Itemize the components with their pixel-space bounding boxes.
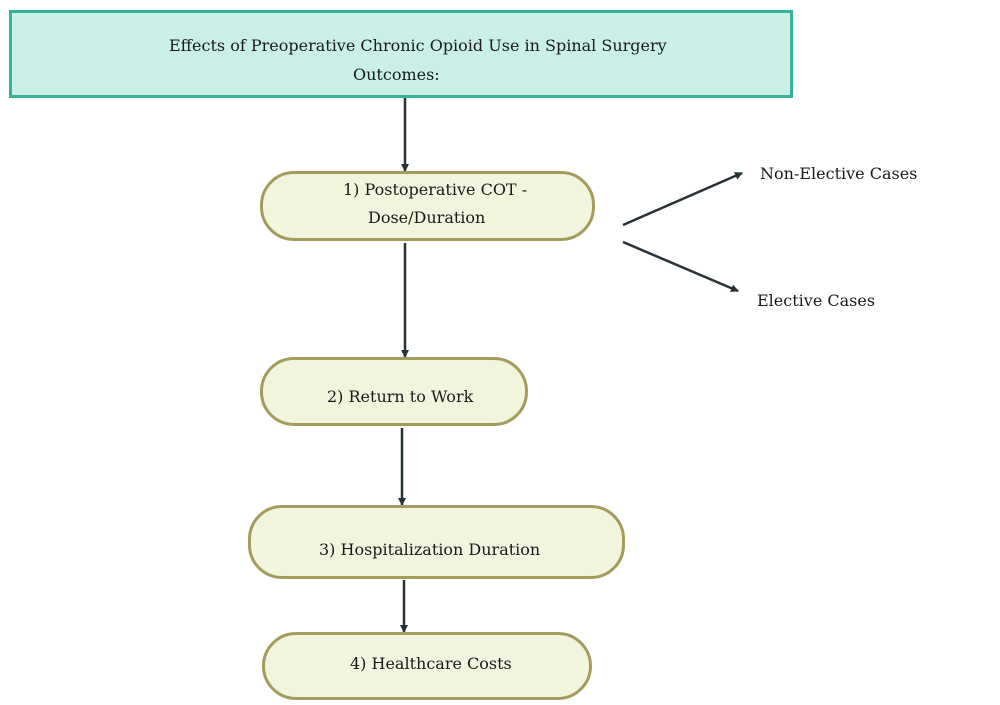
arrow-to-elective [622,240,739,293]
title-line-2: Outcomes: [353,65,440,84]
node-healthcare-costs-label: 4) Healthcare Costs [350,654,512,673]
branch-label-elective: Elective Cases [757,291,876,310]
node-hospitalization-duration [248,505,625,579]
node-postoperative-cot-line-2: Dose/Duration [368,208,486,227]
title-line-1: Effects of Preoperative Chronic Opioid U… [169,36,667,55]
node-return-to-work [260,357,528,426]
node-healthcare-costs [262,632,592,700]
node-postoperative-cot [260,171,595,241]
node-postoperative-cot-line-1: 1) Postoperative COT - [343,180,528,199]
title-box [9,10,793,98]
branch-label-non-elective: Non-Elective Cases [760,164,918,183]
node-hospitalization-duration-label: 3) Hospitalization Duration [319,540,541,559]
node-return-to-work-label: 2) Return to Work [327,387,474,406]
arrow-to-non-elective [622,171,743,227]
